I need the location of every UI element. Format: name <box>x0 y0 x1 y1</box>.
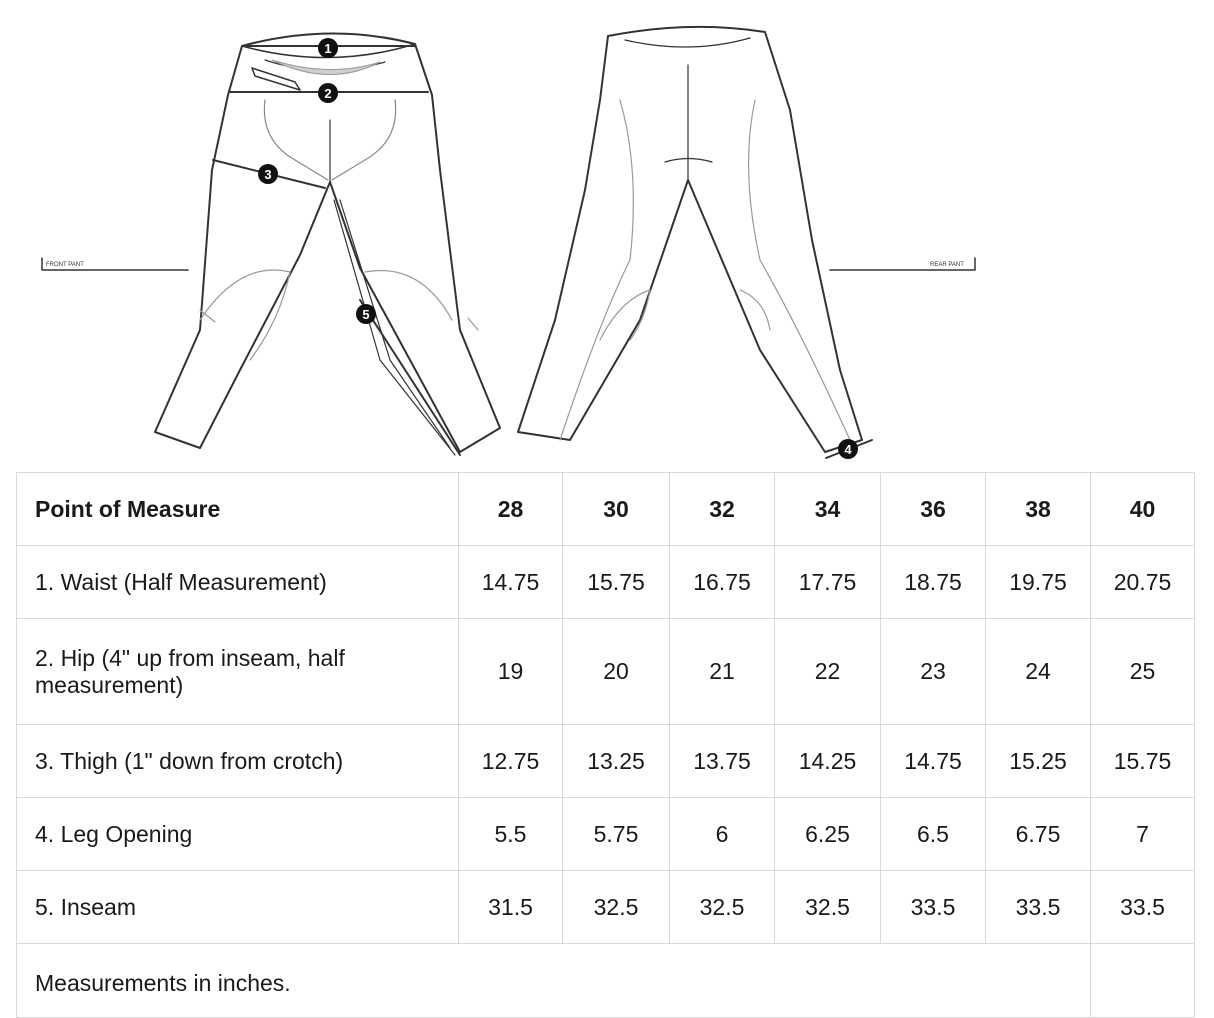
table-cell: 24 <box>985 618 1091 725</box>
table-cell: 33.5 <box>1090 870 1195 944</box>
rear-pant-drawing <box>517 25 863 453</box>
row-label: 1. Waist (Half Measurement) <box>16 545 459 619</box>
svg-text:3: 3 <box>264 167 271 182</box>
row-label: 3. Thigh (1" down from crotch) <box>16 724 459 798</box>
rear-leader-line <box>829 257 976 271</box>
table-cell: 14.75 <box>458 545 563 619</box>
marker-3-icon: 3 <box>258 164 278 184</box>
header-size: 38 <box>985 472 1091 546</box>
svg-text:2: 2 <box>324 86 331 101</box>
size-chart-table: Point of Measure 28 30 32 34 36 38 40 1.… <box>16 472 1195 1018</box>
measure-markers: 1 2 3 4 5 <box>258 38 858 459</box>
table-cell: 33.5 <box>880 870 986 944</box>
svg-text:5: 5 <box>362 307 369 322</box>
table-cell: 6.25 <box>774 797 881 871</box>
table-cell: 19.75 <box>985 545 1091 619</box>
header-size: 28 <box>458 472 563 546</box>
header-point-of-measure: Point of Measure <box>16 472 459 546</box>
table-footnote-row: Measurements in inches. <box>16 943 1195 1018</box>
table-cell: 19 <box>458 618 563 725</box>
table-cell: 12.75 <box>458 724 563 798</box>
marker-5-icon: 5 <box>356 304 376 324</box>
table-cell: 31.5 <box>458 870 563 944</box>
table-cell: 23 <box>880 618 986 725</box>
table-row-hip: 2. Hip (4" up from inseam, half measurem… <box>16 618 1195 725</box>
table-cell: 20 <box>562 618 670 725</box>
pant-diagram: FRONT PANT REAR PANT 1 2 3 4 5 <box>0 0 1214 472</box>
header-size: 36 <box>880 472 986 546</box>
rear-pant-label: REAR PANT <box>930 262 964 268</box>
header-size: 40 <box>1090 472 1195 546</box>
table-cell: 14.75 <box>880 724 986 798</box>
zipper-icon <box>251 67 301 91</box>
measurement-lines <box>212 45 873 459</box>
row-label: 5. Inseam <box>16 870 459 944</box>
table-cell: 5.5 <box>458 797 563 871</box>
table-cell: 14.25 <box>774 724 881 798</box>
table-cell: 15.25 <box>985 724 1091 798</box>
table-cell: 21 <box>669 618 775 725</box>
header-size: 34 <box>774 472 881 546</box>
table-cell: 6.75 <box>985 797 1091 871</box>
front-leader-line <box>41 257 189 271</box>
footnote-text: Measurements in inches. <box>16 943 1091 1018</box>
table-cell: 13.75 <box>669 724 775 798</box>
header-size: 30 <box>562 472 670 546</box>
svg-text:1: 1 <box>324 41 331 56</box>
marker-2-icon: 2 <box>318 83 338 103</box>
table-row-leg-opening: 4. Leg Opening 5.5 5.75 6 6.25 6.5 6.75 … <box>16 797 1195 871</box>
table-row-thigh: 3. Thigh (1" down from crotch) 12.75 13.… <box>16 724 1195 798</box>
table-cell: 18.75 <box>880 545 986 619</box>
table-cell: 25 <box>1090 618 1195 725</box>
table-row-inseam: 5. Inseam 31.5 32.5 32.5 32.5 33.5 33.5 … <box>16 870 1195 944</box>
marker-1-icon: 1 <box>318 38 338 58</box>
table-cell: 20.75 <box>1090 545 1195 619</box>
footnote-empty-cell <box>1090 943 1195 1018</box>
table-cell: 6.5 <box>880 797 986 871</box>
table-cell: 16.75 <box>669 545 775 619</box>
table-cell: 32.5 <box>774 870 881 944</box>
svg-text:4: 4 <box>844 442 852 457</box>
table-cell: 15.75 <box>562 545 670 619</box>
table-cell: 32.5 <box>669 870 775 944</box>
table-cell: 6 <box>669 797 775 871</box>
header-size: 32 <box>669 472 775 546</box>
table-row-waist: 1. Waist (Half Measurement) 14.75 15.75 … <box>16 545 1195 619</box>
row-label: 4. Leg Opening <box>16 797 459 871</box>
front-pant-drawing <box>154 32 501 456</box>
table-cell: 15.75 <box>1090 724 1195 798</box>
table-cell: 17.75 <box>774 545 881 619</box>
table-header-row: Point of Measure 28 30 32 34 36 38 40 <box>16 472 1195 546</box>
table-cell: 7 <box>1090 797 1195 871</box>
table-cell: 22 <box>774 618 881 725</box>
row-label: 2. Hip (4" up from inseam, half measurem… <box>16 618 459 725</box>
front-pant-label: FRONT PANT <box>46 262 84 268</box>
marker-4-icon: 4 <box>838 439 858 459</box>
table-cell: 32.5 <box>562 870 670 944</box>
table-cell: 5.75 <box>562 797 670 871</box>
table-cell: 13.25 <box>562 724 670 798</box>
table-cell: 33.5 <box>985 870 1091 944</box>
pant-diagram-svg: FRONT PANT REAR PANT 1 2 3 4 5 <box>41 25 976 459</box>
